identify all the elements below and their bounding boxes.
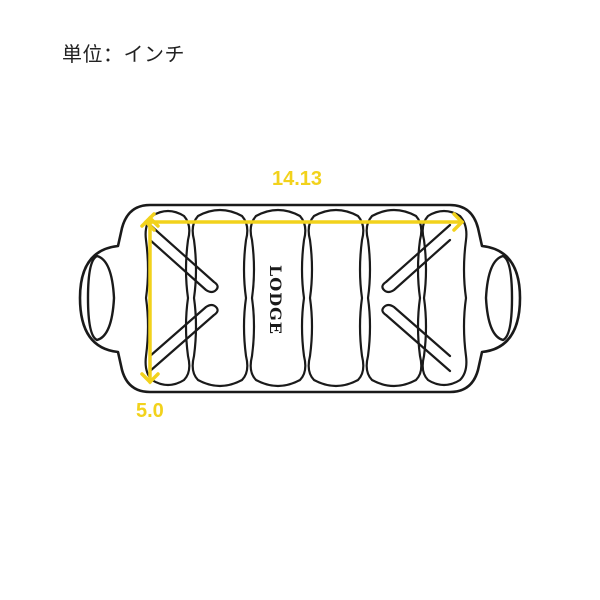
unit-label: 単位：インチ [62, 42, 185, 66]
mold-4 [307, 208, 365, 388]
mold-5 [365, 208, 423, 388]
width-dimension-arrow-right [452, 212, 465, 232]
left-handle [86, 254, 116, 342]
brand-logo: LODGE [266, 265, 285, 335]
height-dimension-label: 5.0 [136, 400, 164, 422]
height-dimension-arrow-top [140, 215, 160, 228]
right-handle [484, 254, 514, 342]
pan-body-outline [78, 203, 522, 394]
mold-3 [249, 208, 307, 388]
brand-logo-text: LODGE [266, 265, 285, 335]
mold-1 [144, 209, 191, 387]
width-dimension-label: 14.13 [272, 168, 323, 190]
mold-2 [191, 208, 249, 388]
mold-6 [421, 209, 468, 387]
height-dimension-arrow-bottom [140, 372, 160, 385]
diagonal-ribs [148, 223, 452, 373]
